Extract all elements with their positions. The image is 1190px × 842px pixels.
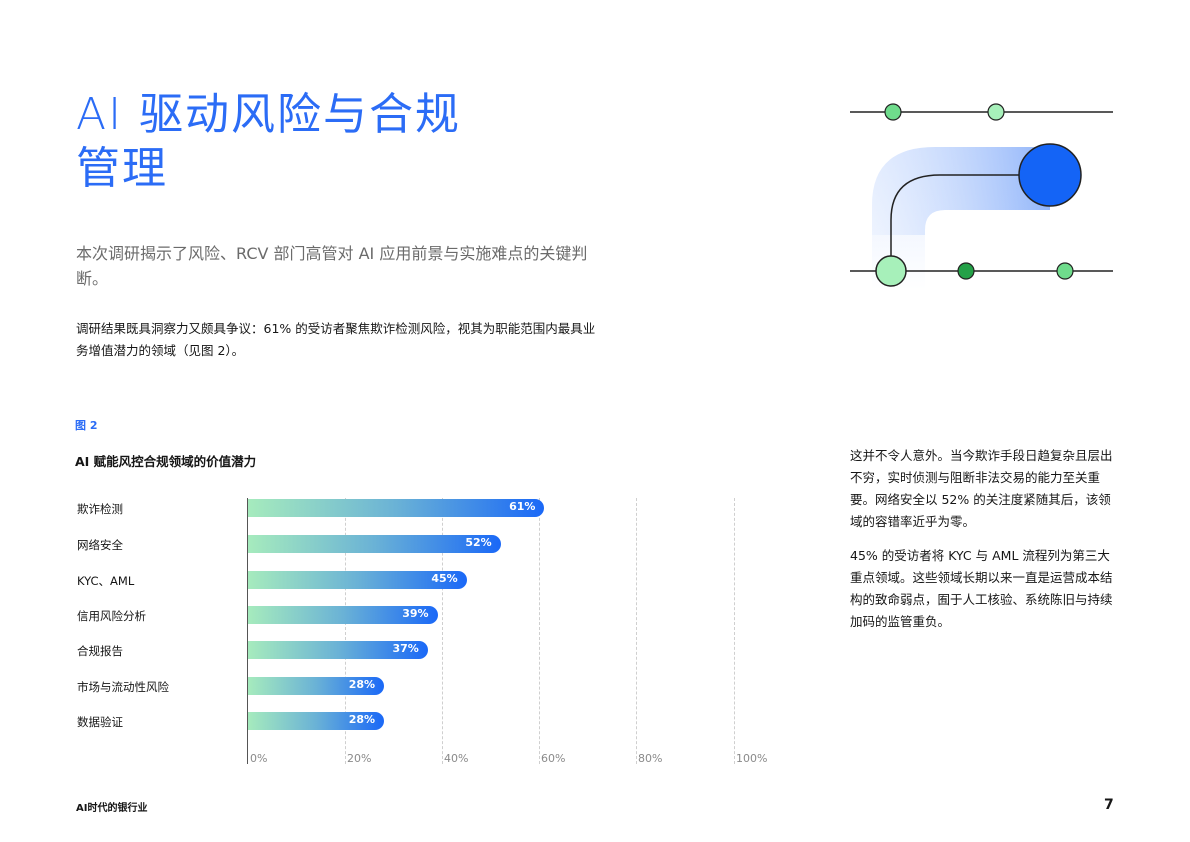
right-paragraph-1: 这并不令人意外。当今欺诈手段日趋复杂且层出不穷，实时侦测与阻断非法交易的能力至关…: [850, 448, 1113, 529]
page-title-line2: 管理: [76, 143, 168, 194]
bar-value: 28%: [348, 713, 376, 726]
right-paragraph-2: 45% 的受访者将 KYC 与 AML 流程列为第三大重点领域。这些领域长期以来…: [850, 548, 1113, 629]
category-label: 市场与流动性风险: [77, 680, 169, 694]
figure-title: AI 赋能风控合规领域的价值潜力: [75, 454, 257, 469]
footer-publication-title: AI时代的银行业: [76, 803, 148, 814]
category-label: 数据验证: [77, 715, 123, 729]
x-tick-label: 60%: [541, 752, 566, 765]
bar-value: 61%: [509, 500, 536, 513]
figure-label: 图 2: [75, 419, 98, 432]
gridline-40: [442, 498, 443, 764]
category-label: 信用风险分析: [77, 609, 146, 623]
page-title: AI 驱动风险与合规 管理: [76, 88, 461, 196]
x-tick-label: 40%: [444, 752, 469, 765]
category-label: 欺诈检测: [77, 502, 123, 516]
bar: 37%: [248, 641, 428, 659]
gridline-100: [734, 498, 735, 764]
bar-value: 45%: [431, 572, 458, 585]
bar: 61%: [248, 499, 545, 517]
category-label: 合规报告: [77, 644, 123, 658]
gridline-60: [539, 498, 540, 764]
x-tick-label: 0%: [250, 752, 268, 765]
page-number: 7: [1104, 797, 1114, 813]
bar-value: 52%: [465, 536, 492, 549]
x-tick-label: 80%: [638, 752, 663, 765]
lead-paragraph: 本次调研揭示了风险、RCV 部门高管对 AI 应用前景与实施难点的关键判断。: [76, 244, 588, 288]
bar: 28%: [248, 677, 385, 695]
x-tick-label: 100%: [736, 752, 768, 765]
x-tick-label: 20%: [347, 752, 372, 765]
bar: 45%: [248, 571, 467, 589]
bar-value: 28%: [348, 678, 376, 691]
page-title-line1: AI 驱动风险与合规: [76, 89, 462, 140]
bar-chart: 欺诈检测 网络安全 KYC、AML 信用风险分析 合规报告 市场与流动性风险 数…: [60, 492, 800, 777]
bar-value: 39%: [402, 607, 429, 620]
y-axis-line: [247, 498, 248, 764]
gridline-80: [636, 498, 637, 764]
bar: 28%: [248, 712, 385, 730]
network-nodes-illustration-icon: [850, 103, 1113, 290]
category-label: 网络安全: [77, 538, 123, 552]
gridline-20: [345, 498, 346, 764]
bar: 52%: [248, 535, 501, 553]
bar: 39%: [248, 606, 438, 624]
bar-value: 37%: [392, 642, 419, 655]
intro-paragraph: 调研结果既具洞察力又颇具争议：61% 的受访者聚焦欺诈检测风险，视其为职能范围内…: [76, 321, 596, 358]
category-label: KYC、AML: [77, 574, 135, 588]
